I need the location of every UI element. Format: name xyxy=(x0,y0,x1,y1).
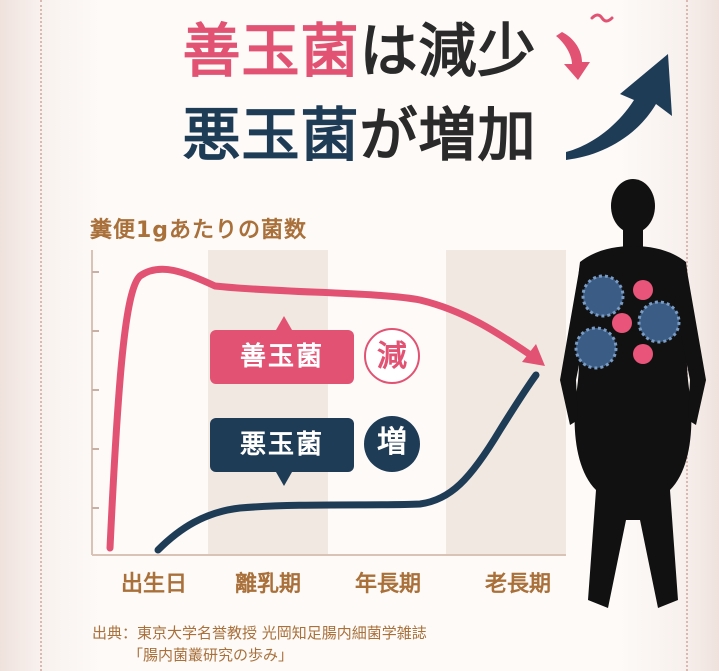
x-tick-label: 老長期 xyxy=(484,572,551,597)
x-tick-label: 年長期 xyxy=(354,572,421,597)
headline-decrease: は減少 xyxy=(359,17,537,85)
headline-line-1: 善玉菌は減少 xyxy=(0,4,719,88)
up-arrow-icon xyxy=(566,54,672,160)
source-line-2: 「腸内菌叢研究の歩み」 xyxy=(128,646,294,664)
headline-increase: が増加 xyxy=(359,101,537,169)
source-line-1: 出典：東京大学名誉教授 光岡知足腸内細菌学雑誌 xyxy=(92,624,427,642)
headline-bad-bacteria: 悪玉菌 xyxy=(182,101,360,169)
x-tick-label: 出生日 xyxy=(120,572,187,597)
x-tick-label: 離乳期 xyxy=(234,572,301,597)
good-bacteria-icon xyxy=(612,313,632,333)
source-citation: 出典：東京大学名誉教授 光岡知足腸内細菌学雑誌 「腸内菌叢研究の歩み」 xyxy=(92,622,427,666)
good-bacteria-icon xyxy=(633,280,653,300)
headline-good-bacteria: 善玉菌 xyxy=(182,17,360,85)
bad-bacteria-icon xyxy=(574,326,618,370)
down-arrow-icon xyxy=(556,32,590,80)
bacteria-illustration xyxy=(574,274,681,370)
good-bacteria-icon xyxy=(633,344,653,364)
band-old-age xyxy=(446,250,566,555)
series-bad-bacteria-line xyxy=(154,371,540,554)
increase-badge: 増 xyxy=(364,416,420,472)
body-silhouette-icon xyxy=(560,179,706,608)
bad-bacteria-icon xyxy=(637,300,681,344)
wiggle-icon xyxy=(590,13,614,23)
series-good-bacteria-line xyxy=(106,265,542,552)
bad-bacteria-icon xyxy=(581,274,625,318)
decrease-badge: 減 xyxy=(364,328,420,384)
good-bacteria-pointer xyxy=(276,316,292,330)
y-axis-label: 糞便1gあたりの菌数 xyxy=(90,218,308,243)
headline-line-2: 悪玉菌が増加 xyxy=(0,88,719,172)
series-good-bacteria-arrowhead xyxy=(522,344,545,366)
bad-bacteria-pointer xyxy=(276,472,292,486)
bad-bacteria-label: 悪玉菌 xyxy=(210,418,354,472)
left-dotted-border xyxy=(40,0,42,671)
good-bacteria-label: 善玉菌 xyxy=(210,330,354,384)
